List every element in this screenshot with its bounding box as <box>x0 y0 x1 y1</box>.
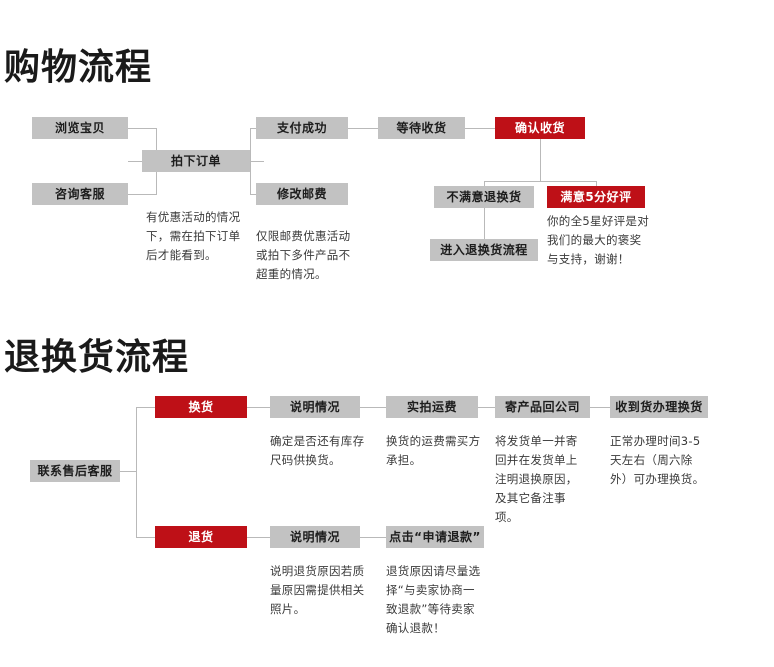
flow-node-await-delivery[interactable]: 等待收货 <box>378 117 465 139</box>
connector-bus-to-exchange <box>136 407 155 408</box>
flow-node-label: 收到货办理换货 <box>615 400 703 414</box>
flow-node-label: 咨询客服 <box>54 187 105 201</box>
flow-node-label: 确认收货 <box>514 121 565 135</box>
note-click-refund: 退货原因请尽量选择“与卖家协商一致退款”等待卖家确认退款！ <box>386 564 481 635</box>
flow-node-modify-shipping[interactable]: 修改邮费 <box>256 183 348 205</box>
flow-node-unsatisfied[interactable]: 不满意退换货 <box>434 186 534 208</box>
note-explain-exchange: 确定是否还有库存尺码供换货。 <box>270 434 365 467</box>
flow-node-receive-process[interactable]: 收到货办理换货 <box>610 396 708 418</box>
flow-node-label: 进入退换货流程 <box>440 243 528 257</box>
connector-bus-to-order <box>128 161 142 162</box>
connector-exchange-to-explain <box>247 407 270 408</box>
flow-node-send-back[interactable]: 寄产品回公司 <box>495 396 590 418</box>
connector-return-vertical-bus <box>136 407 137 537</box>
connector-consult-to-order <box>128 194 156 195</box>
flow-node-click-refund[interactable]: 点击“申请退款” <box>386 526 484 548</box>
note-explain-refund: 说明退货原因若质量原因需提供相关照片。 <box>270 564 365 616</box>
connector-split-right-down <box>596 181 597 186</box>
flow-node-pay-success[interactable]: 支付成功 <box>256 117 348 139</box>
connector-right-vertical-bus <box>250 128 251 195</box>
flow-node-refund[interactable]: 退货 <box>155 526 247 548</box>
page-title-shopping-flow: 购物流程 <box>4 47 153 89</box>
flow-node-label: 浏览宝贝 <box>54 121 105 135</box>
connector-browse-to-order <box>128 128 156 129</box>
flow-node-contact-service[interactable]: 联系售后客服 <box>30 460 120 482</box>
connector-pay-to-await <box>348 128 378 129</box>
flow-node-label: 换货 <box>188 400 214 414</box>
note-send-back: 将发货单一并寄回并在发货单上注明退换原因，及其它备注事项。 <box>495 434 578 524</box>
flow-node-explain-refund[interactable]: 说明情况 <box>270 526 360 548</box>
connector-service-to-bus <box>120 471 136 472</box>
flow-node-label: 说明情况 <box>289 530 340 544</box>
flow-node-label: 点击“申请退款” <box>389 530 481 544</box>
flow-node-label: 寄产品回公司 <box>504 400 580 414</box>
connector-confirm-split <box>484 181 597 182</box>
connector-refund-to-explain <box>247 537 270 538</box>
flow-node-label: 支付成功 <box>276 121 327 135</box>
connector-order-to-right-bus <box>250 161 264 162</box>
flow-node-label: 联系售后客服 <box>37 464 113 478</box>
flow-node-label: 退货 <box>188 530 214 544</box>
note-receive-process: 正常办理时间3-5天左右（周六除外）可办理换货。 <box>610 434 705 486</box>
connector-bus-to-refund <box>136 537 155 538</box>
flow-node-browse[interactable]: 浏览宝贝 <box>32 117 128 139</box>
connector-sendback-to-receive <box>590 407 610 408</box>
connector-split-left-down <box>484 181 485 186</box>
flow-node-label: 不满意退换货 <box>446 190 522 204</box>
note-place-order: 有优惠活动的情况下，需在拍下订单后才能看到。 <box>146 210 241 262</box>
flow-node-label: 等待收货 <box>396 121 447 135</box>
connector-shipping-to-sendback <box>478 407 495 408</box>
flow-node-consult[interactable]: 咨询客服 <box>32 183 128 205</box>
connector-explain-to-shipping <box>360 407 386 408</box>
connector-unsatisfied-to-return <box>484 208 485 239</box>
flow-node-five-star[interactable]: 满意5分好评 <box>547 186 645 208</box>
note-modify-shipping: 仅限邮费优惠活动或拍下多件产品不超重的情况。 <box>256 229 351 281</box>
note-real-shipping: 换货的运费需买方承担。 <box>386 434 481 467</box>
note-five-star: 你的全5星好评是对我们的最大的褒奖与支持，谢谢！ <box>547 214 650 266</box>
flow-node-enter-return[interactable]: 进入退换货流程 <box>430 239 538 261</box>
flow-node-exchange[interactable]: 换货 <box>155 396 247 418</box>
flow-node-explain-exchange[interactable]: 说明情况 <box>270 396 360 418</box>
flow-node-confirm-receipt[interactable]: 确认收货 <box>495 117 585 139</box>
flow-node-real-shipping[interactable]: 实拍运费 <box>386 396 478 418</box>
flow-node-place-order[interactable]: 拍下订单 <box>142 150 250 172</box>
flow-node-label: 实拍运费 <box>406 400 457 414</box>
flow-node-label: 满意5分好评 <box>560 190 632 204</box>
flow-node-label: 拍下订单 <box>170 154 221 168</box>
flow-node-label: 修改邮费 <box>276 187 327 201</box>
page-title-return-flow: 退换货流程 <box>4 337 190 379</box>
connector-await-to-confirm <box>465 128 495 129</box>
connector-confirm-down <box>540 139 541 181</box>
flow-node-label: 说明情况 <box>289 400 340 414</box>
connector-explain-to-click <box>360 537 386 538</box>
